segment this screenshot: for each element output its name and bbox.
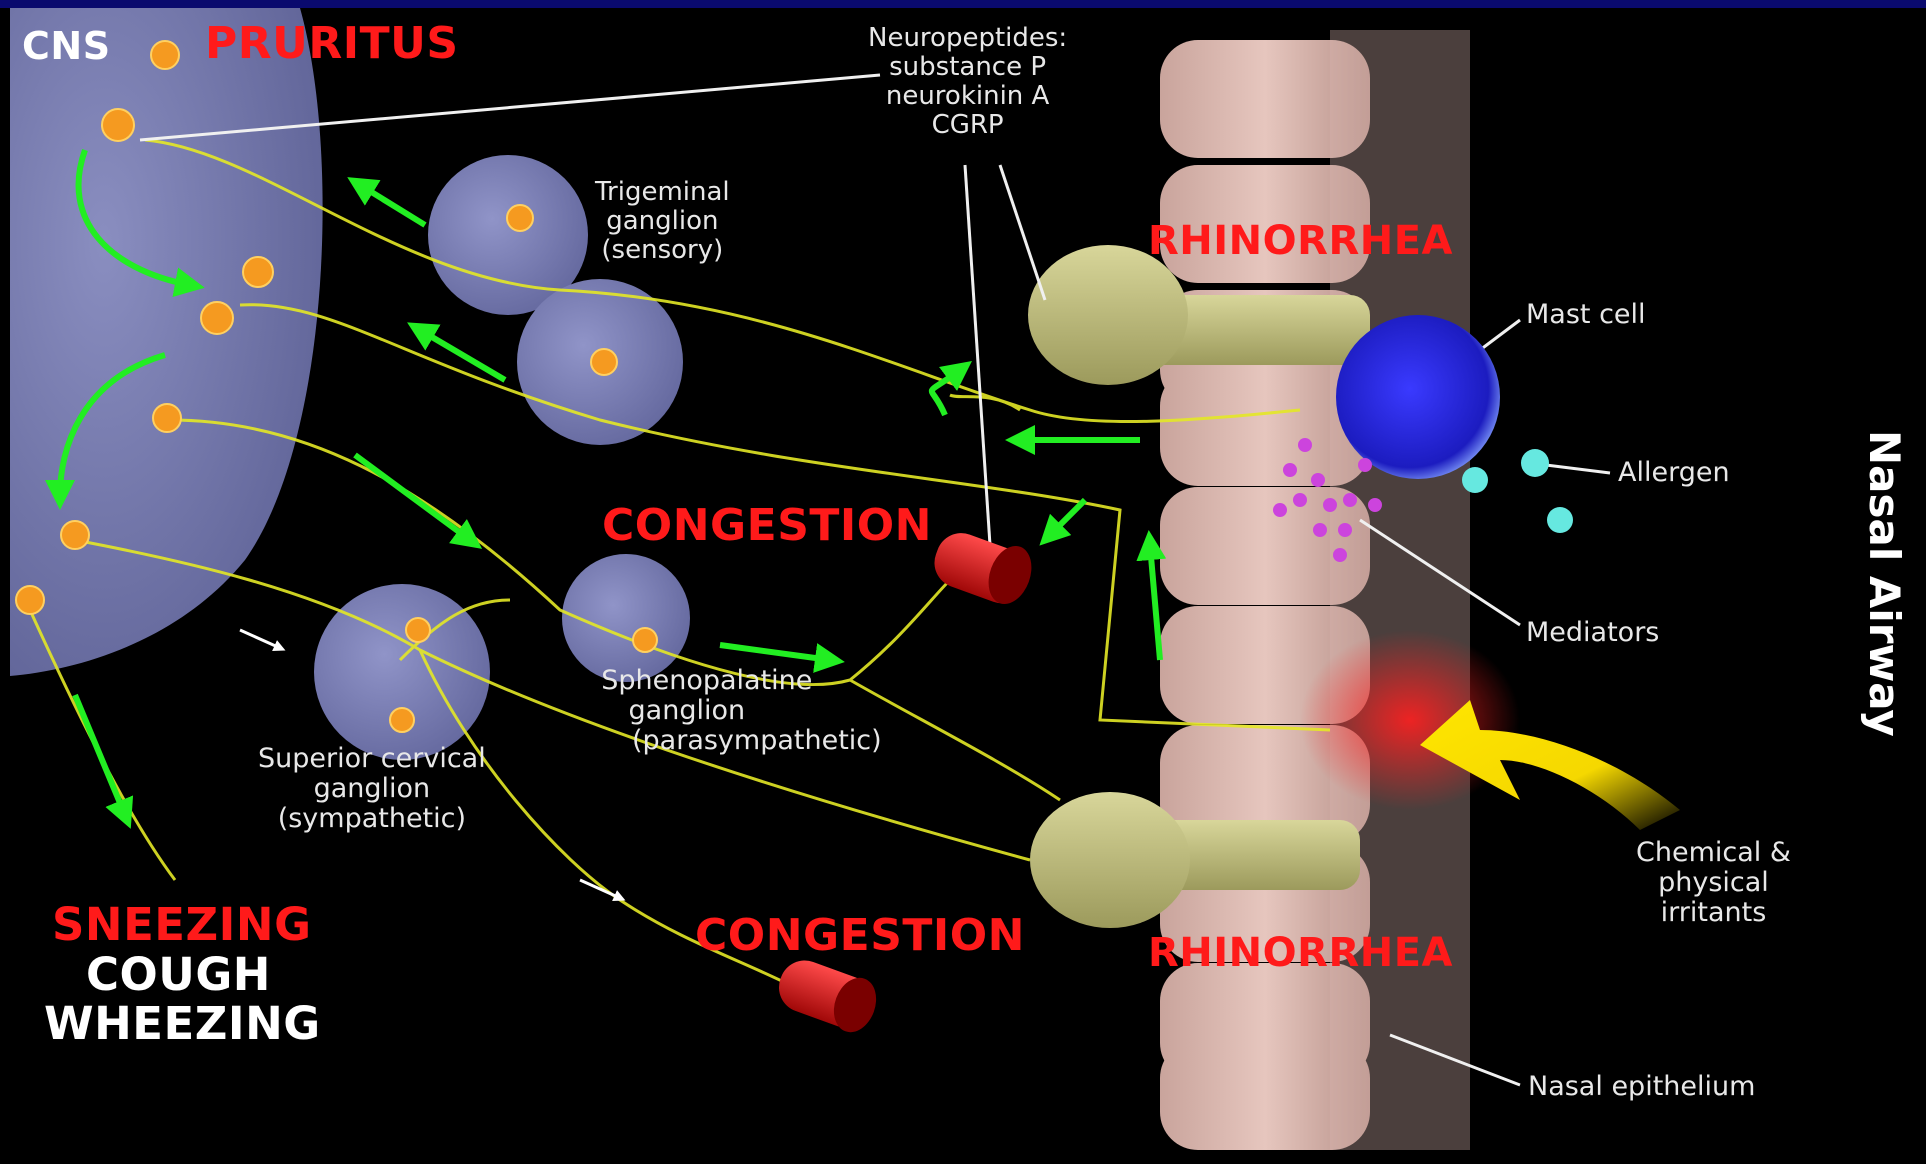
mast-cell (1336, 315, 1500, 479)
label-cough: COUGH (86, 948, 271, 1001)
label-nasal-epithelium: Nasal epithelium (1528, 1072, 1755, 1102)
label-rhinorrhea-top: RHINORRHEA (1148, 218, 1453, 264)
neuropeptides-line-1: Neuropeptides: (868, 24, 1067, 53)
label-congestion-mid: CONGESTION (602, 500, 932, 551)
label-wheezing: WHEEZING (44, 997, 321, 1050)
label-nasal-airway: Nasal Airway (1860, 430, 1909, 737)
label-mediators: Mediators (1526, 618, 1659, 648)
header-bar (0, 0, 1926, 8)
trigeminal-line-1: Trigeminal (595, 178, 730, 207)
superior-cervical-line-1: Superior cervical (258, 744, 486, 774)
chemical-line-1: Chemical & (1636, 838, 1791, 868)
label-chemical-irritants: Chemical & physical irritants (1636, 838, 1791, 929)
label-sphenopalatine: Sphenopalatine ganglion (parasympathetic… (532, 666, 882, 757)
inflamed-region (1300, 630, 1520, 810)
sphenopalatine-line-1: Sphenopalatine (532, 666, 882, 696)
label-sneezing: SNEEZING (52, 898, 312, 951)
trigeminal-line-2: ganglion (595, 207, 730, 236)
neuropeptides-line-2: substance P (868, 53, 1067, 82)
sphenopalatine-line-3: (parasympathetic) (632, 726, 882, 756)
neuropeptides-line-4: CGRP (868, 111, 1067, 140)
label-congestion-low: CONGESTION (695, 910, 1025, 961)
label-trigeminal: Trigeminal ganglion (sensory) (595, 178, 730, 265)
label-allergen: Allergen (1618, 458, 1730, 488)
label-rhinorrhea-bottom: RHINORRHEA (1148, 930, 1453, 976)
trigeminal-line-3: (sensory) (595, 236, 730, 265)
label-cns: CNS (22, 24, 111, 68)
superior-cervical-line-2: ganglion (258, 774, 486, 804)
chemical-line-3: irritants (1636, 898, 1791, 928)
neuropeptides-line-3: neurokinin A (868, 82, 1067, 111)
nasal-epithelium (1160, 30, 1470, 1150)
label-mast-cell: Mast cell (1526, 300, 1646, 330)
superior-cervical-line-3: (sympathetic) (258, 804, 486, 834)
label-pruritus: PRURITUS (205, 18, 459, 69)
label-neuropeptides: Neuropeptides: substance P neurokinin A … (868, 24, 1067, 140)
chemical-line-2: physical (1636, 868, 1791, 898)
sphenopalatine-line-2: ganglion (492, 696, 882, 726)
label-superior-cervical: Superior cervical ganglion (sympathetic) (258, 744, 486, 835)
